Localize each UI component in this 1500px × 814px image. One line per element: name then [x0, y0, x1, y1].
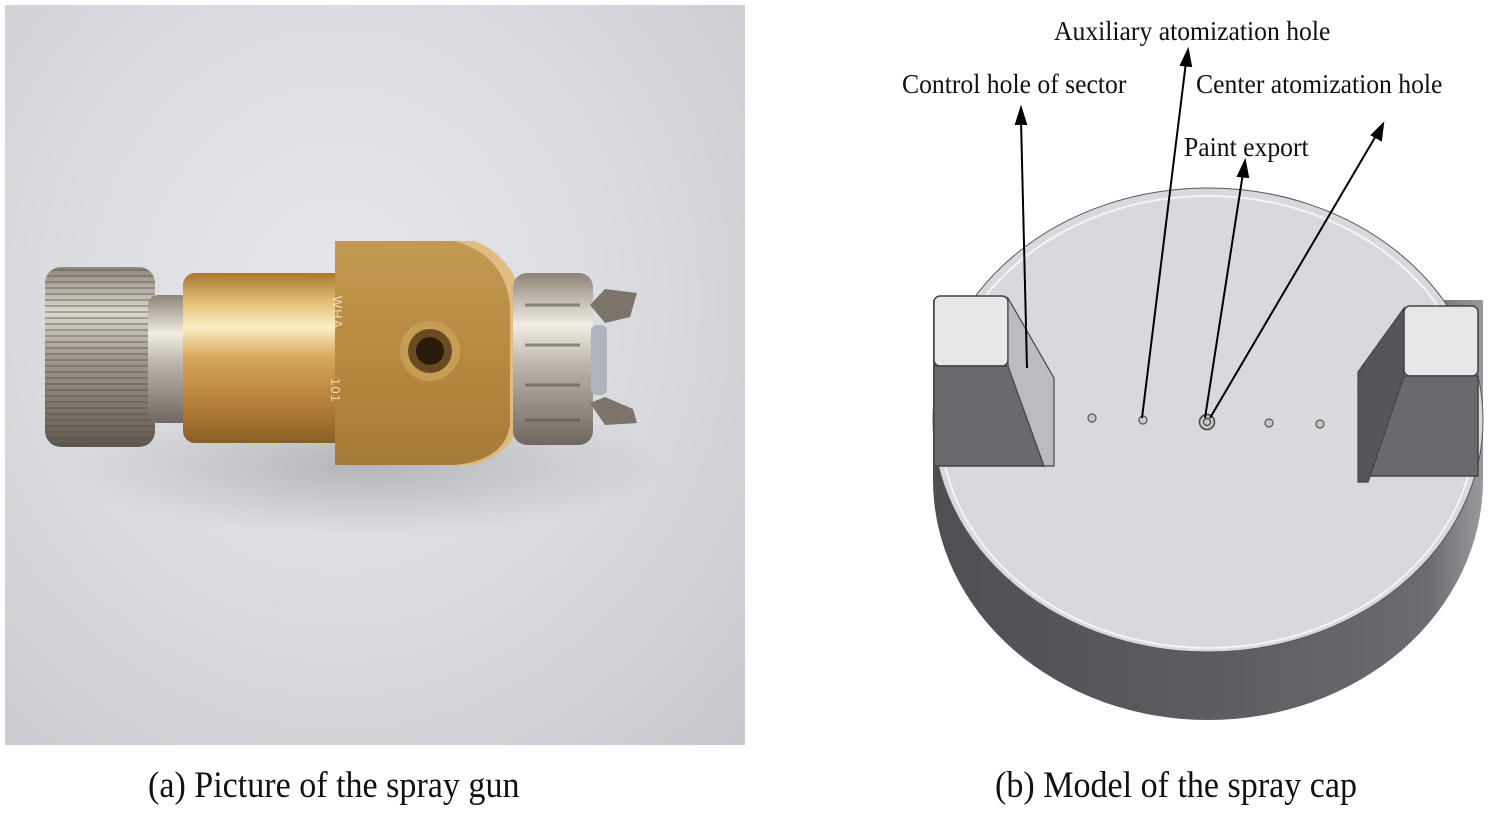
hole-center [1198, 413, 1216, 431]
hole-sector-left [1087, 413, 1097, 423]
left-sector-block [933, 295, 1055, 467]
knurled-knob [45, 267, 155, 447]
holes-row [1087, 413, 1325, 431]
engraving-model: WHA [330, 295, 346, 330]
hole-auxiliary-right [1264, 418, 1274, 428]
arrow-paint-export [1204, 172, 1244, 419]
spray-cap-diagram [932, 46, 1484, 720]
engraving-number: 101 [327, 378, 343, 403]
spray-gun-illustration [45, 241, 665, 535]
brass-block [335, 241, 525, 465]
label-paint-export: Paint export [1184, 132, 1309, 162]
nozzle-ring [513, 273, 593, 445]
brass-cylinder [183, 273, 345, 443]
label-control-hole-of-sector: Control hole of sector [902, 69, 1127, 99]
caption-a: (a) Picture of the spray gun [148, 765, 520, 806]
caption-b: (b) Model of the spray cap [995, 765, 1358, 806]
silver-collar [148, 295, 190, 423]
arrow-auxiliary-hole [1141, 61, 1187, 419]
spray-gun-photo: WHA 101 [5, 5, 745, 745]
hole-sector-right [1315, 419, 1325, 429]
leader-arrows [1014, 46, 1385, 419]
label-auxiliary-atomization-hole: Auxiliary atomization hole [1054, 16, 1331, 46]
port-hole [416, 337, 444, 365]
arrow-control-hole [1020, 119, 1028, 369]
label-center-atomization-hole: Center atomization hole [1196, 69, 1443, 99]
spray-cap-model: Auxiliary atomization hole Control hole … [880, 0, 1500, 745]
arrow-center-hole [1209, 133, 1378, 419]
air-cap-horns [590, 289, 637, 425]
right-sector-block [1357, 305, 1479, 483]
